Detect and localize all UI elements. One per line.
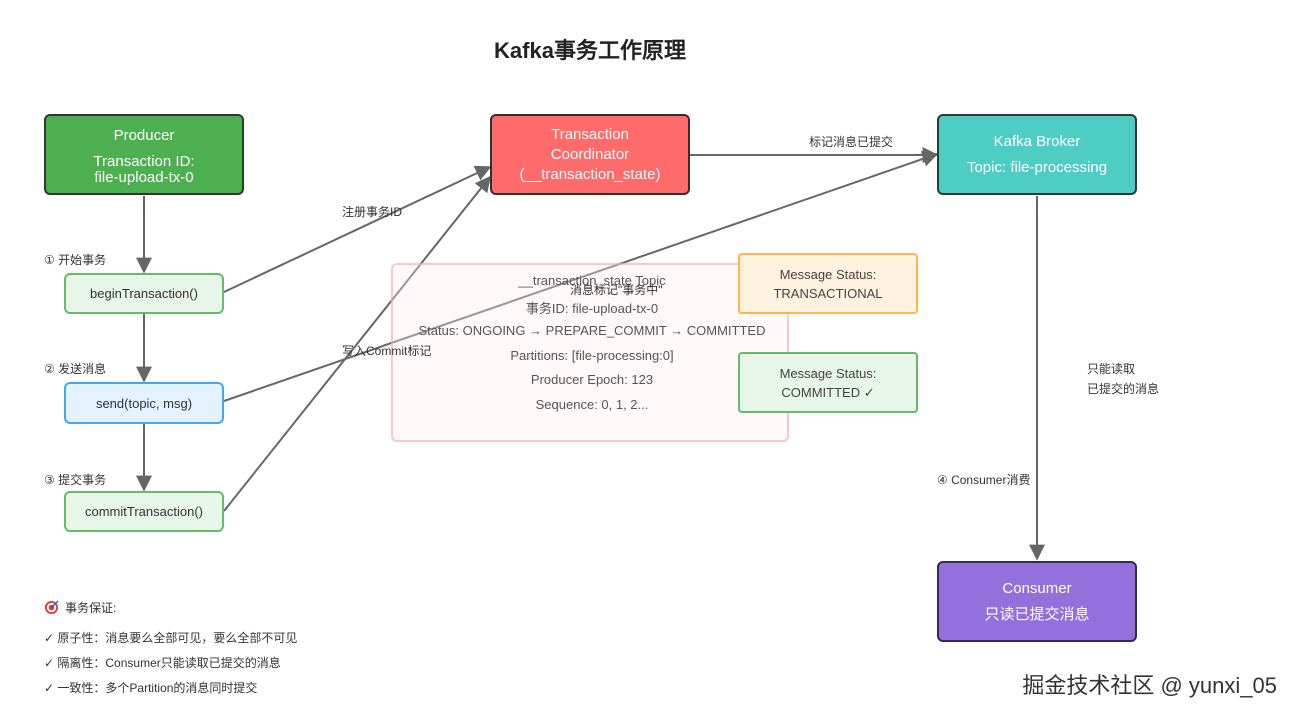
arrow-send-to-broker	[223, 151, 939, 402]
guarantees-heading-row: 事务保证:	[44, 599, 116, 616]
arrow-begin-to-coordinator	[223, 165, 492, 293]
consumer-node: Consumer 只读已提交消息	[937, 561, 1137, 642]
arrow-commit-to-coordinator	[223, 175, 491, 512]
watermark: 掘金技术社区 @ yunxi_05	[1022, 673, 1277, 698]
status-committed-line-2: COMMITTED ✓	[781, 384, 875, 400]
state-topic-sequence: Sequence: 0, 1, 2...	[535, 397, 649, 412]
producer-node: Producer Transaction ID: file-upload-tx-…	[44, 114, 244, 195]
edge-label-read-only-1: 只能读取	[1087, 362, 1136, 376]
begin-transaction-node: beginTransaction()	[64, 273, 224, 314]
coordinator-line-2: Coordinator	[550, 145, 630, 163]
diagram-title: Kafka事务工作原理	[494, 38, 686, 63]
coordinator-line-3: (__transaction_state)	[519, 165, 661, 183]
broker-label: Kafka Broker	[993, 132, 1081, 150]
step-2-label: ② 发送消息	[44, 362, 107, 376]
guarantee-atomicity: ✓ 原子性：消息要么全部可见，要么全部不可见	[44, 631, 298, 645]
message-status-committed: Message Status: COMMITTED ✓	[738, 352, 918, 413]
guarantees-heading: 事务保证:	[65, 601, 117, 615]
status-committed-line-1: Message Status:	[779, 365, 877, 381]
broker-topic: Topic: file-processing	[966, 158, 1108, 176]
producer-tx-id-value: file-upload-tx-0	[94, 168, 194, 186]
state-topic-partitions: Partitions: [file-processing:0]	[510, 348, 674, 363]
consumer-label: Consumer	[1002, 579, 1072, 597]
send-node: send(topic, msg)	[64, 382, 224, 424]
edge-label-write-commit: 写入Commit标记	[342, 344, 432, 358]
step-3-label: ③ 提交事务	[44, 473, 107, 487]
target-icon	[44, 600, 59, 615]
commit-transaction-node: commitTransaction()	[64, 491, 224, 532]
state-topic-title: __transaction_state Topic	[518, 273, 666, 288]
state-topic-status: Status: ONGOING → PREPARE_COMMIT → COMMI…	[418, 323, 766, 338]
transaction-coordinator-node: Transaction Coordinator (__transaction_s…	[490, 114, 690, 195]
consumer-mode: 只读已提交消息	[984, 605, 1090, 623]
state-topic-epoch: Producer Epoch: 123	[530, 372, 654, 387]
edge-label-mark-in-transaction: 消息标记"事务中"	[570, 283, 663, 297]
status-transactional-line-1: Message Status:	[779, 266, 877, 282]
edge-label-consumer-step: ④ Consumer消费	[937, 473, 1031, 487]
guarantee-isolation: ✓ 隔离性：Consumer只能读取已提交的消息	[44, 656, 281, 670]
producer-label: Producer	[113, 126, 175, 144]
state-topic-tx-id: 事务ID: file-upload-tx-0	[525, 301, 659, 316]
step-1-label: ① 开始事务	[44, 253, 107, 267]
guarantee-consistency: ✓ 一致性：多个Partition的消息同时提交	[44, 681, 258, 695]
edge-label-mark-committed: 标记消息已提交	[809, 135, 894, 149]
message-status-transactional: Message Status: TRANSACTIONAL	[738, 253, 918, 314]
transaction-state-topic-box: __transaction_state Topic 事务ID: file-upl…	[391, 263, 789, 442]
kafka-broker-node: Kafka Broker Topic: file-processing	[937, 114, 1137, 195]
coordinator-line-1: Transaction	[551, 125, 629, 143]
status-transactional-line-2: TRANSACTIONAL	[773, 285, 883, 301]
producer-tx-id-label: Transaction ID:	[93, 152, 195, 170]
edge-label-read-only-2: 已提交的消息	[1087, 382, 1160, 396]
edge-label-register-tx-id: 注册事务ID	[342, 205, 403, 219]
